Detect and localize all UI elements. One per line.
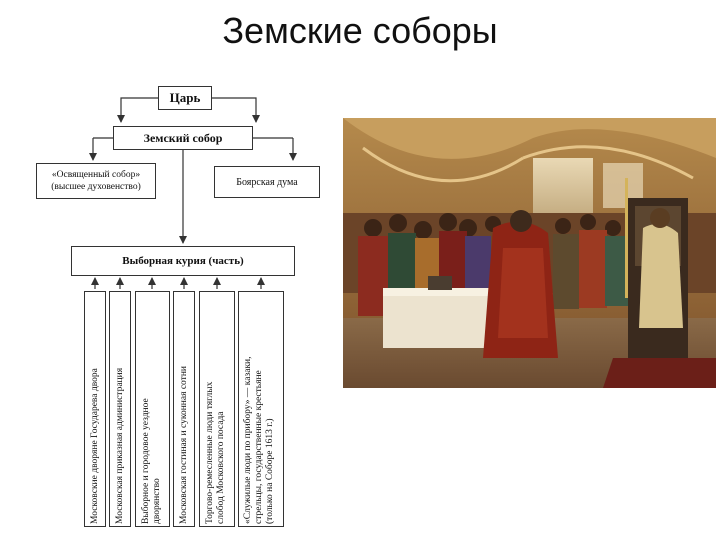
zemsky-sobor-box: Земский собор [113,126,253,150]
elected-curia-box: Выборная курия (часть) [71,246,295,276]
group-box-4: Московская гостиная и суконная сотни [173,291,195,527]
sacred-council-label: «Освященный собор» (высшее духовенство) [51,169,141,193]
group-label-2: Московская приказная администрация [115,294,126,524]
boyar-duma-box: Боярская дума [214,166,320,198]
group-label-4: Московская гостиная и суконная сотни [179,294,190,524]
zemsky-sobor-label: Земский собор [144,131,223,146]
group-label-5: Торгово-ремесленные люди тяглых слобод М… [205,294,227,524]
boyar-duma-label: Боярская дума [236,177,298,188]
sacred-council-box: «Освященный собор» (высшее духовенство) [36,163,156,199]
tsar-label: Царь [170,90,201,106]
group-box-3: Выборное и городовое уездное дворянство [135,291,170,527]
group-box-1: Московские дворяне Государева двора [84,291,106,527]
tsar-box: Царь [158,86,212,110]
group-label-1: Московские дворяне Государева двора [90,294,101,524]
group-label-6: «Служилые люди по прибору» — казаки, стр… [243,294,276,524]
group-box-5: Торгово-ремесленные люди тяглых слобод М… [199,291,235,527]
group-box-6: «Служилые люди по прибору» — казаки, стр… [238,291,284,527]
elected-curia-label: Выборная курия (часть) [122,255,243,267]
group-box-2: Московская приказная администрация [109,291,131,527]
connector-tsar-right [212,98,256,122]
painting-zemsky-sobor-icon [343,118,716,388]
connector-tsar-left [121,98,158,122]
group-label-3: Выборное и городовое уездное дворянство [141,294,163,524]
